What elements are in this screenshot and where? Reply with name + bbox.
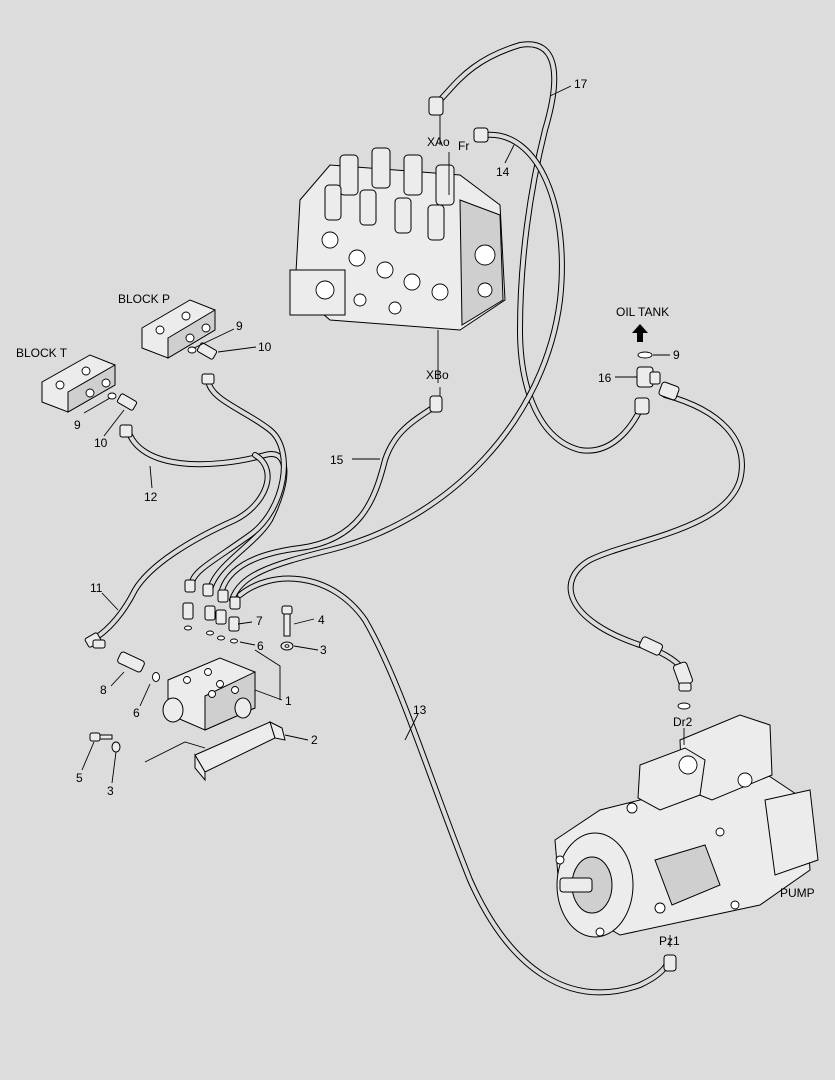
manifold-block [162,657,256,731]
callout-5: 5 [76,771,83,785]
hose-13 [237,575,671,996]
callout-14: 14 [496,165,510,179]
leader-lines [81,85,685,947]
label-block-p: BLOCK P [118,292,170,306]
callout-3-bottom: 3 [107,784,114,798]
label-xao: XAo [427,135,450,149]
hose-17 [437,41,643,454]
fitting-16-hose-end [658,381,680,401]
callout-6-top: 6 [257,639,264,653]
label-dr2: Dr2 [673,715,693,729]
callout-17: 17 [574,77,588,91]
label-block-t: BLOCK T [16,346,68,360]
bolt-4 [281,605,293,637]
fitting-pz1 [663,954,677,972]
pump [554,714,819,938]
bolt-5 [89,732,113,742]
text-labels: BLOCK P BLOCK T OIL TANK PUMP XAo Fr XBo… [16,77,815,948]
fitting-dr2-hose-end [638,636,664,656]
washer-3a [280,641,294,651]
callout-4: 4 [318,613,325,627]
fitting-fr [473,127,489,143]
oil-tank-arrow [632,324,648,342]
hose-14 [229,131,565,603]
callout-2: 2 [311,733,318,747]
callout-13: 13 [413,703,427,717]
callout-9-block-p: 9 [236,319,243,333]
callout-16: 16 [598,371,612,385]
callout-3-top: 3 [320,643,327,657]
callout-10-block-p: 10 [258,340,272,354]
callout-6-bottom: 6 [133,706,140,720]
tee-fitting-16 [634,351,661,415]
washer-3b [111,741,121,753]
manifold-fittings [182,579,241,644]
label-pz1: Pz1 [659,934,680,948]
callout-10-block-t: 10 [94,436,108,450]
callout-7: 7 [256,614,263,628]
callout-1: 1 [285,694,292,708]
callout-9-oil-tank: 9 [673,348,680,362]
elbow-11 [84,632,106,649]
callout-9-block-t: 9 [74,418,81,432]
callout-11: 11 [90,581,103,595]
control-valve [289,147,506,331]
hose-10-p [189,377,287,585]
fitting-10-t [107,392,138,438]
callout-12: 12 [144,490,158,504]
hose-dr2 [567,392,745,671]
check-valve-8 [117,651,160,682]
label-xbo: XBo [426,368,449,382]
block-t [41,354,116,413]
bracket [194,721,286,782]
label-oil-tank: OIL TANK [616,305,669,319]
fitting-10-p [187,342,218,385]
label-pump: PUMP [780,886,815,900]
callout-8: 8 [100,683,107,697]
fitting-xbo [429,395,443,413]
hose-11 [89,452,271,643]
hose-15 [219,402,440,593]
fitting-xao [428,96,444,116]
label-fr: Fr [458,139,469,153]
callout-15: 15 [330,453,344,467]
elbow-dr2 [673,661,693,710]
block-p [141,299,216,359]
